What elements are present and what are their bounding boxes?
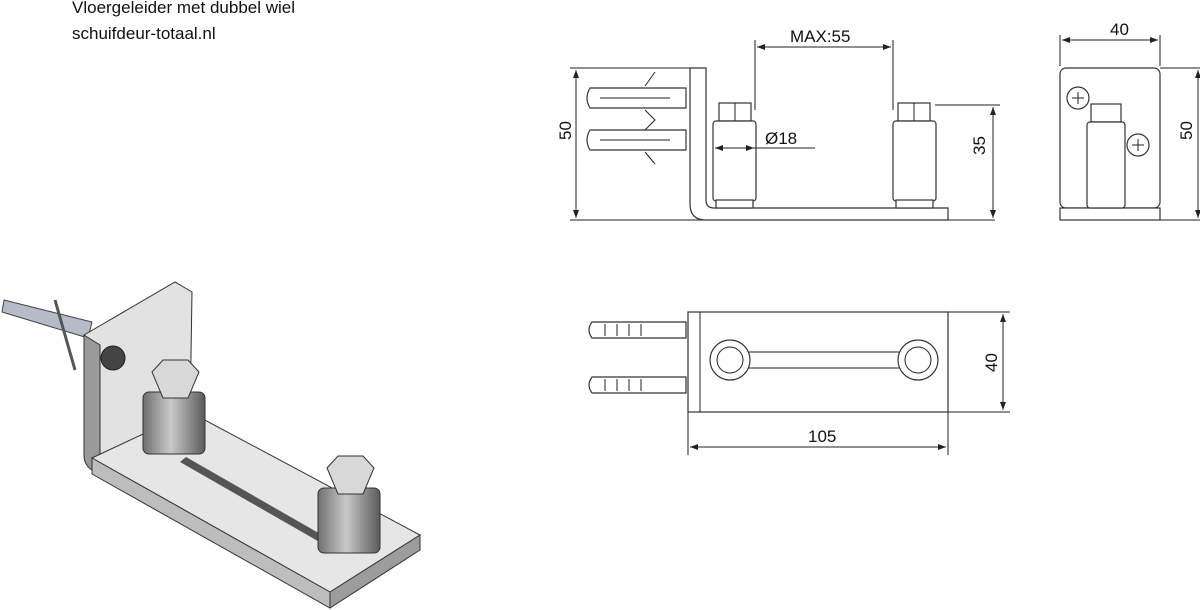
website-label: schuifdeur-totaal.nl xyxy=(72,24,216,43)
front-height-label: 50 xyxy=(556,121,575,140)
wheel-3d-right xyxy=(317,455,381,554)
side-width-label: 40 xyxy=(1110,20,1129,39)
wheel-left xyxy=(712,102,757,209)
wheel-right xyxy=(892,102,937,209)
diameter-label: Ø18 xyxy=(765,129,797,148)
wall-plug-icon xyxy=(586,71,687,165)
top-width-label: 40 xyxy=(982,353,1001,372)
wall-plug-icon xyxy=(1,299,93,371)
max-label: MAX:55 xyxy=(790,27,850,46)
front-view: 50 MAX:55 Ø18 xyxy=(556,27,1000,221)
screw-icon xyxy=(100,345,126,371)
screw-icon xyxy=(1066,86,1150,157)
side-view: 40 50 xyxy=(1059,20,1200,221)
wheel-3d-left xyxy=(142,359,206,455)
product-title: Vloergeleider met dubbel wiel xyxy=(72,0,296,17)
wheel-height-label: 35 xyxy=(970,136,989,155)
wall-plug-icon xyxy=(588,321,687,394)
side-height-label: 50 xyxy=(1177,121,1196,140)
top-view: 40 105 xyxy=(588,311,1010,455)
top-length-label: 105 xyxy=(808,427,836,446)
isometric-view xyxy=(1,281,421,609)
